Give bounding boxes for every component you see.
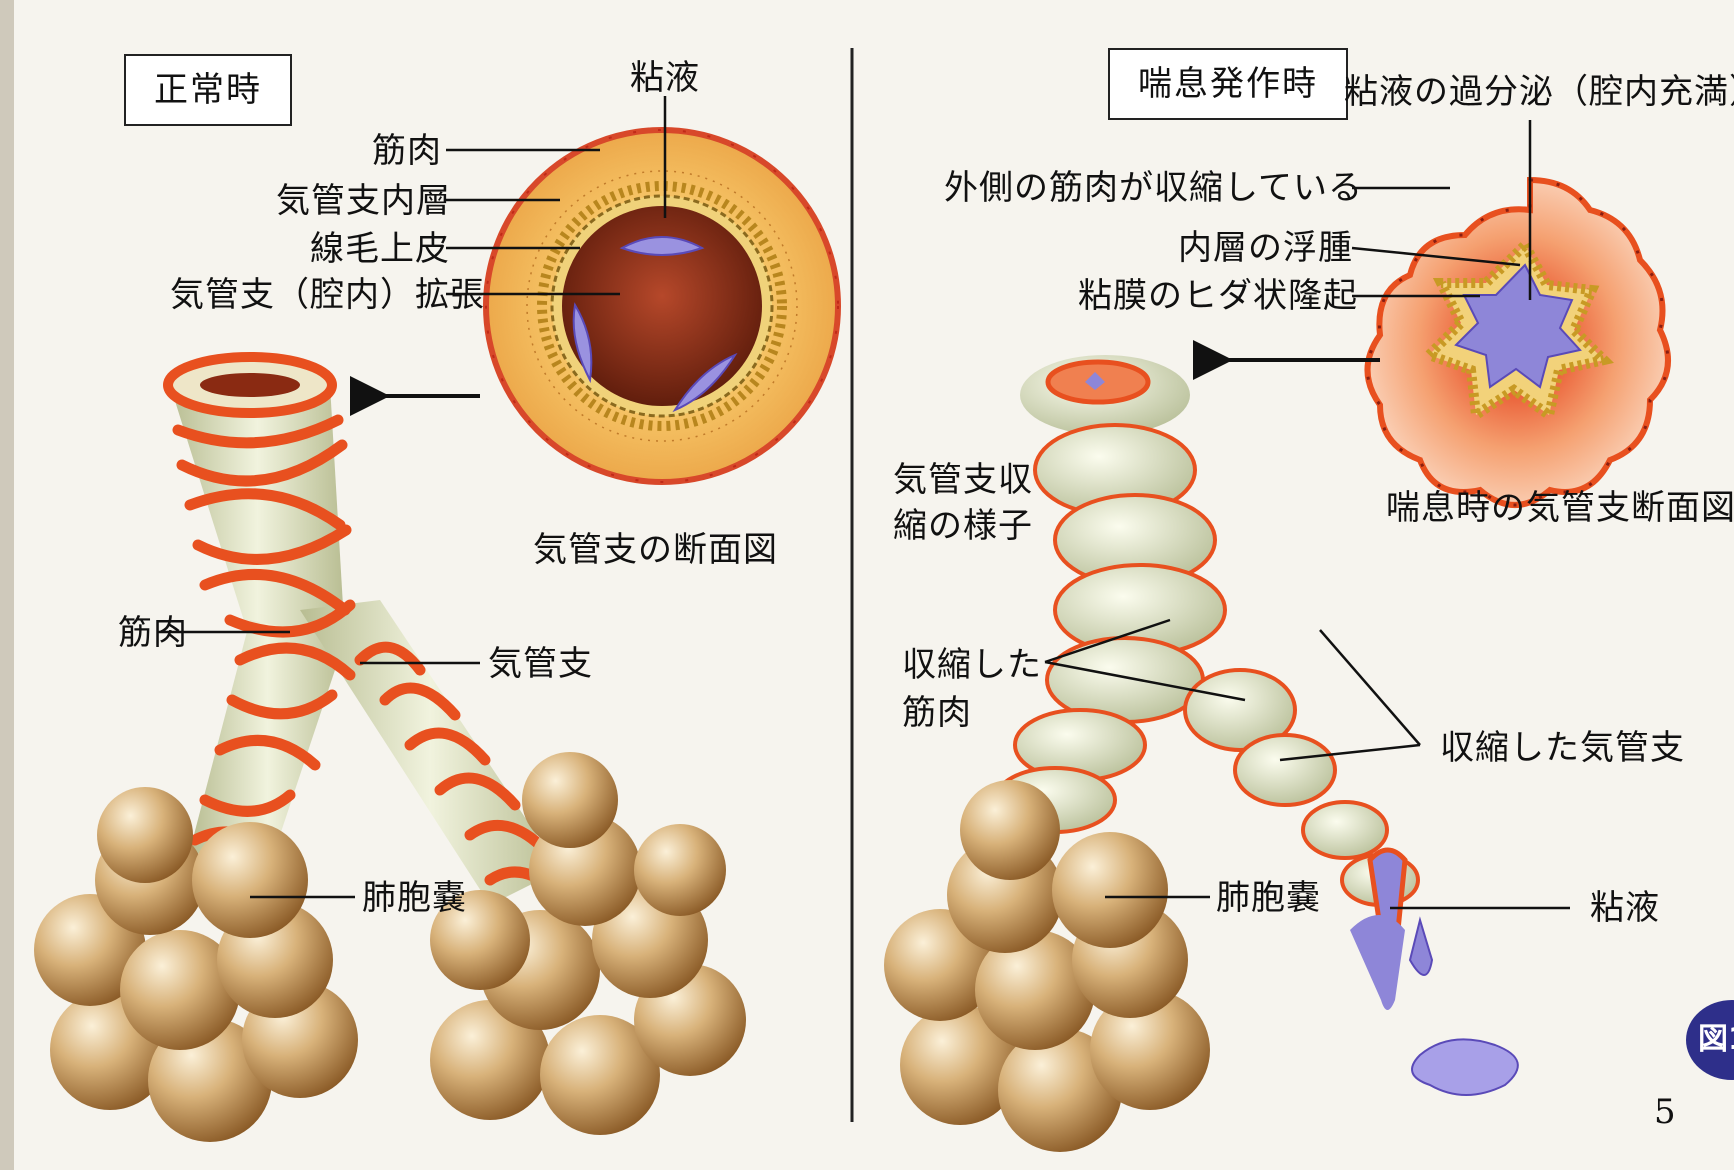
label-mucosal-folds: 粘膜のヒダ状隆起 [1078,276,1358,316]
normal-title-box: 正常時 [124,54,292,126]
alveoli-cluster [884,780,1210,1152]
label-mucus-hypersecretion: 粘液の過分泌（腔内充満） [1344,72,1734,112]
page-number: 5 [1654,1092,1676,1132]
label-contracted-muscle-line2: 筋肉 [902,693,972,733]
mucus-puddle [1412,1039,1518,1095]
label-tree-muscle: 筋肉 [118,613,188,653]
mucus-drip [1410,920,1432,975]
label-contracted-bronchus: 収縮した気管支 [1440,728,1685,768]
label-mucus: 粘液 [630,58,700,98]
asthma-cross-section [1368,180,1669,505]
normal-cross-section [486,130,838,482]
normal-section-caption: 気管支の断面図 [533,530,778,570]
label-alveoli: 肺胞嚢 [362,878,467,918]
asthma-section-caption: 喘息時の気管支断面図 [1386,488,1734,528]
label-alveoli-asthma: 肺胞嚢 [1216,878,1321,918]
label-contracted-muscle-line1: 収縮した [902,645,1042,685]
label-ciliated-epithelium: 線毛上皮 [310,229,450,269]
label-inner-edema: 内層の浮腫 [1178,228,1353,268]
label-contraction-state-line1: 気管支収 [893,460,1033,500]
label-contraction-state-line2: 縮の様子 [893,506,1033,546]
label-inner-layer: 気管支内層 [276,181,451,221]
asthma-title-box: 喘息発作時 [1108,48,1348,120]
label-outer-muscle-contracting: 外側の筋肉が収縮している [944,168,1363,208]
label-muscle: 筋肉 [372,131,442,171]
label-bronchus: 気管支 [488,644,593,684]
mucus-drip [1350,915,1405,1010]
label-mucus-asthma: 粘液 [1590,888,1660,928]
page-edge [0,0,14,1170]
label-bronchus-dilation: 気管支（腔内）拡張 [170,275,485,315]
